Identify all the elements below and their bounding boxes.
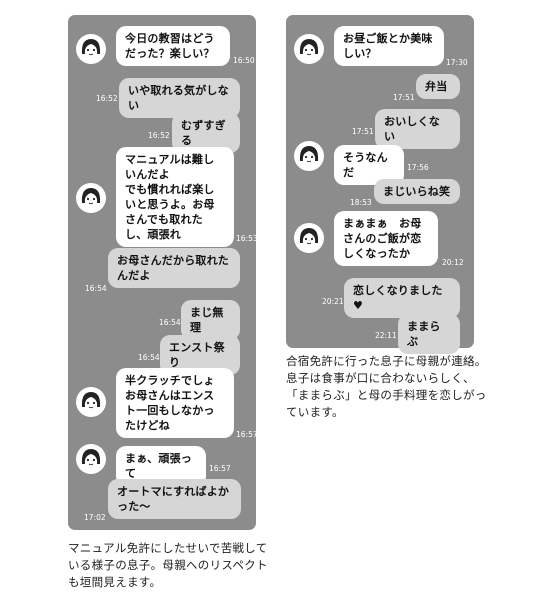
chat-panel-right: お昼ご飯とか美味しい？ 17:30 17:51 弁当 17:51 おいしくない … xyxy=(286,15,474,354)
avatar-icon xyxy=(76,387,106,417)
message-time: 22:11 xyxy=(375,331,397,340)
message-time: 20:21 xyxy=(322,297,344,306)
message-bubble: おいしくない xyxy=(375,109,460,149)
caption-left: マニュアル免許にしたせいで苦戦している様子の息子。母親へのリスペクトも垣間見えま… xyxy=(68,541,268,589)
message-time: 17:30 xyxy=(446,58,468,67)
message-bubble: 今日の教習はどうだった？楽しい？ xyxy=(116,26,230,66)
message-time: 20:12 xyxy=(442,258,464,267)
message-time: 17:02 xyxy=(84,513,106,522)
avatar-icon xyxy=(76,183,106,213)
message-time: 17:56 xyxy=(407,163,429,172)
message-time: 16:52 xyxy=(96,94,118,103)
avatar-icon xyxy=(294,141,324,171)
message-time: 16:54 xyxy=(85,284,107,293)
message-time: 16:57 xyxy=(209,464,231,473)
message-time: 17:51 xyxy=(352,127,374,136)
message-bubble: オートマにすればよかった〜 xyxy=(108,479,241,519)
message-time: 16:54 xyxy=(159,318,181,327)
message-time: 17:51 xyxy=(393,93,415,102)
message-bubble: そうなんだ xyxy=(334,145,404,185)
message-time: 16:54 xyxy=(138,353,160,362)
message-bubble: まじ無理 xyxy=(181,300,240,340)
message-bubble: お母さんだから取れたんだよ xyxy=(108,248,240,288)
message-bubble: まじいらね笑 xyxy=(374,179,460,204)
message-time: 16:52 xyxy=(148,131,170,140)
message-bubble: いや取れる気がしない xyxy=(119,78,240,118)
message-time: 16:53 xyxy=(236,234,258,243)
message-time: 16:50 xyxy=(233,56,255,65)
message-bubble: 弁当 xyxy=(416,74,460,99)
message-time: 18:53 xyxy=(350,198,372,207)
message-time: 16:57 xyxy=(236,430,258,439)
message-bubble: 半クラッチでしょ お母さんはエンスト一回もしなかったけどね xyxy=(116,368,234,438)
avatar-icon xyxy=(76,444,106,474)
message-bubble: お昼ご飯とか美味しい？ xyxy=(334,26,444,66)
message-bubble: まぁまぁ お母さんのご飯が恋しくなったか xyxy=(334,211,438,266)
caption-right: 合宿免許に行った息子に母親が連絡。息子は食事が口に合わないらしく、「ままらぶ」と… xyxy=(286,354,487,419)
avatar-icon xyxy=(76,34,106,64)
chat-panel-left: 今日の教習はどうだった？楽しい？ 16:50 16:52 いや取れる気がしない … xyxy=(68,15,258,530)
message-bubble: 恋しくなりました♥ xyxy=(344,278,460,318)
message-bubble: マニュアルは難しいんだよ でも慣れれば楽しいと思うよ。お母さんでも取れたし、頑張… xyxy=(116,147,234,247)
avatar-icon xyxy=(294,223,324,253)
message-bubble: ままらぶ xyxy=(398,314,460,354)
message-bubble: むずすぎる xyxy=(172,113,240,153)
avatar-icon xyxy=(294,34,324,64)
